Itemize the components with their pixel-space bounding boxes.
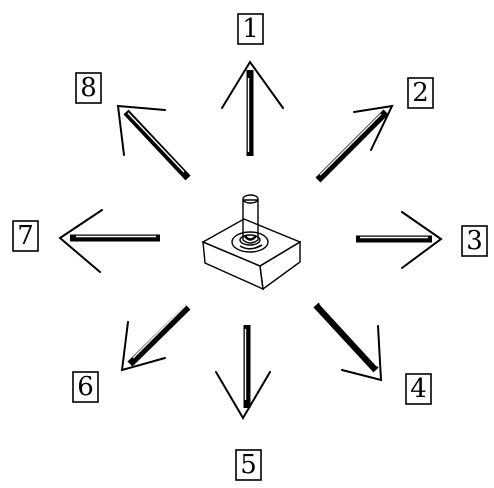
arrow-7-icon <box>60 210 160 272</box>
svg-text:3: 3 <box>466 226 483 256</box>
arrow-1-icon <box>222 62 283 156</box>
svg-text:2: 2 <box>412 78 429 108</box>
svg-text:4: 4 <box>410 374 427 404</box>
arrow-3-icon <box>356 212 441 268</box>
svg-text:7: 7 <box>17 221 34 251</box>
joystick-icon <box>203 195 300 289</box>
direction-label-7: 7 <box>13 221 38 251</box>
direction-label-4: 4 <box>406 374 431 404</box>
svg-text:1: 1 <box>242 14 259 44</box>
direction-label-8: 8 <box>76 73 101 103</box>
svg-text:6: 6 <box>77 372 94 402</box>
arrow-5-icon <box>216 325 270 418</box>
direction-label-1: 1 <box>238 14 263 44</box>
direction-label-2: 2 <box>408 78 433 108</box>
direction-label-6: 6 <box>73 372 98 402</box>
arrow-6-icon <box>122 305 188 370</box>
svg-text:8: 8 <box>80 73 97 103</box>
arrow-4-icon <box>316 304 381 380</box>
direction-label-5: 5 <box>236 450 261 480</box>
direction-label-3: 3 <box>462 226 487 256</box>
svg-text:5: 5 <box>240 450 257 480</box>
arrow-8-icon <box>118 106 188 178</box>
arrow-2-icon <box>318 106 392 180</box>
